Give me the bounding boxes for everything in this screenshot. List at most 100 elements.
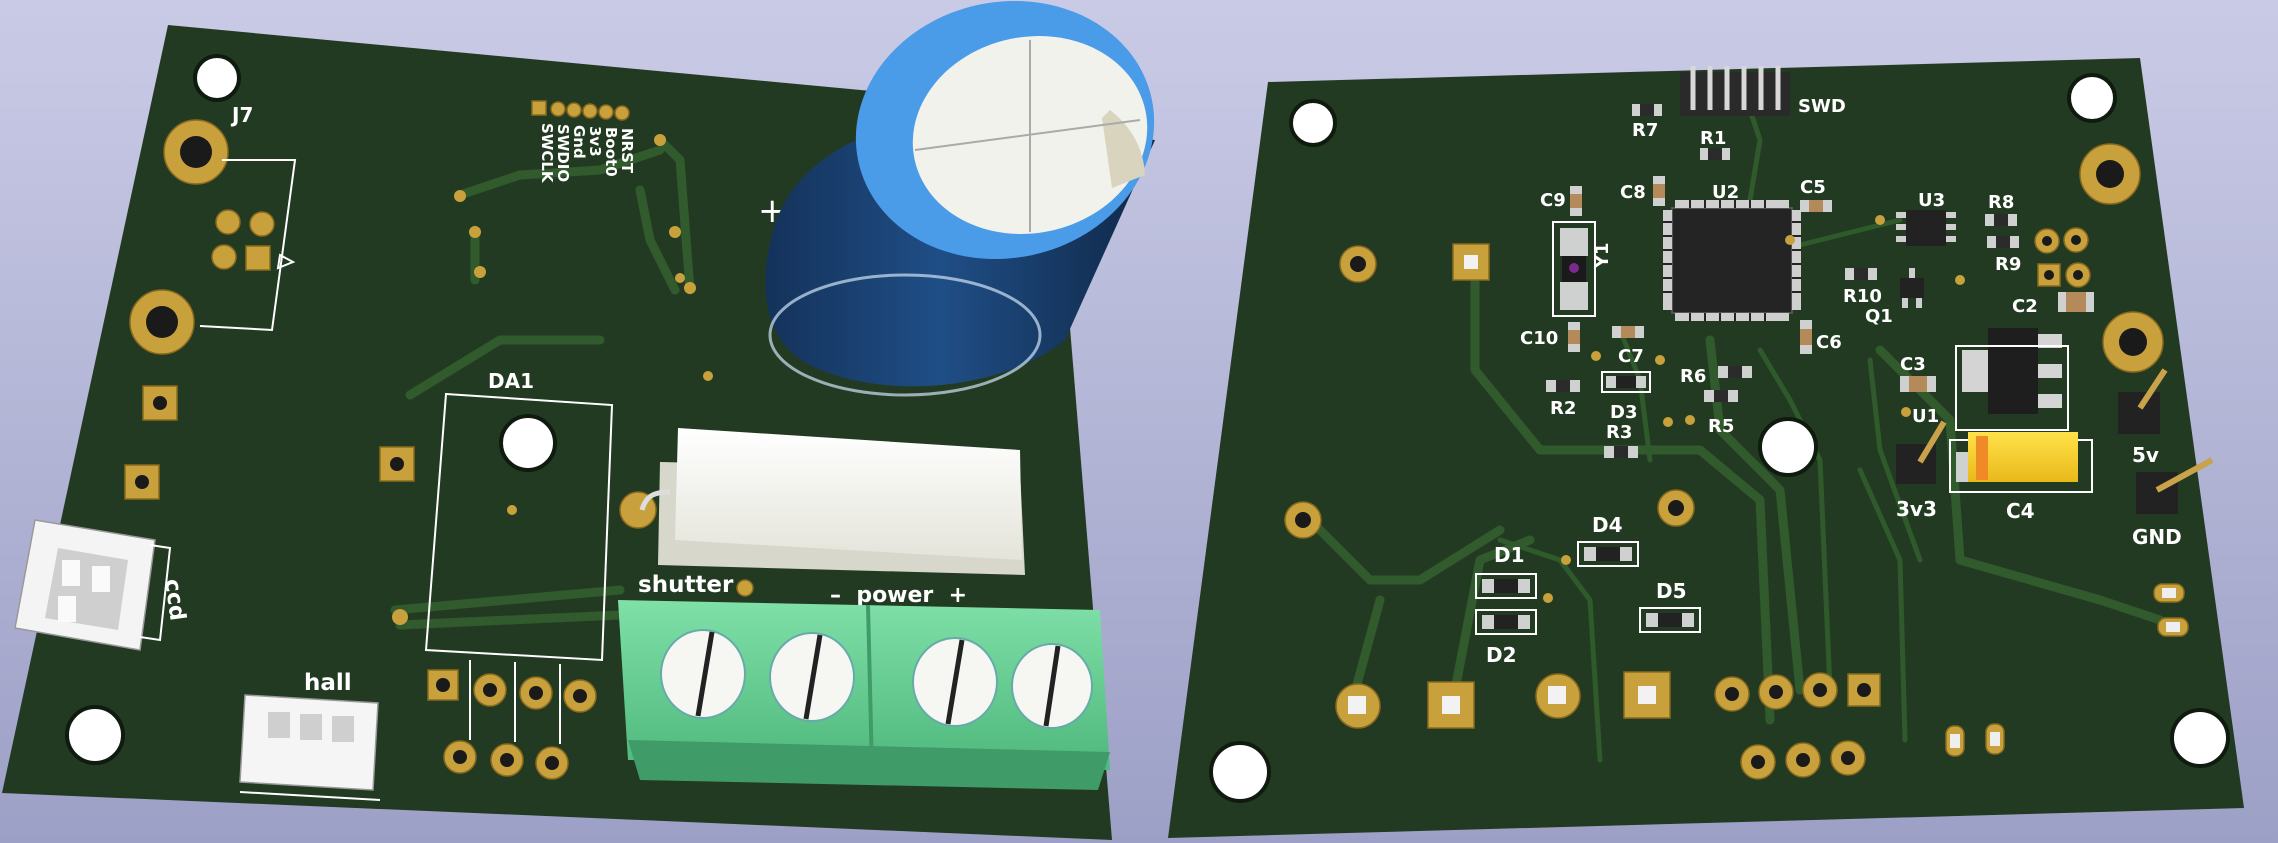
r6-label: R6	[1680, 366, 1706, 387]
swd-pad-4	[582, 103, 598, 119]
d4-label: D4	[1592, 513, 1623, 537]
j7-shield-drill-top	[180, 136, 212, 168]
ccd-outline	[139, 544, 172, 642]
d5-core	[1658, 613, 1682, 627]
pin-5v-base	[2118, 392, 2160, 434]
ccd-latch-1	[62, 560, 80, 586]
smd-c8[interactable]: C8	[1620, 176, 1665, 206]
swd-pad-5	[598, 104, 614, 120]
u2-pins-right	[1792, 210, 1801, 310]
swd-header-right[interactable]: SWD	[1680, 66, 1846, 117]
diode-d2[interactable]: D2	[1475, 609, 1537, 667]
da1-pin1	[427, 669, 459, 701]
swd-label-swdio: SWDIO	[554, 124, 572, 182]
diode-d4[interactable]: D4	[1577, 513, 1639, 567]
transistor-q1[interactable]: Q1	[1865, 268, 1924, 327]
smd-c10[interactable]: C10	[1520, 322, 1580, 352]
terminal-screw-4[interactable]	[1011, 643, 1093, 729]
ic-u3[interactable]: U3	[1896, 190, 1956, 246]
right-pad-big-1-drill	[2096, 160, 2124, 188]
r3-core	[1614, 446, 1628, 458]
left-board[interactable]: J7 NRST Boot0	[2, 0, 1178, 840]
left-mount-hole-bl	[65, 705, 125, 765]
smd-r1[interactable]: R1	[1700, 128, 1730, 160]
j7-shield-drill-bottom	[146, 306, 178, 338]
r7-label: R7	[1632, 120, 1658, 141]
da1-label: DA1	[488, 369, 534, 393]
r1-core	[1708, 148, 1722, 160]
crystal-y1[interactable]: Y1	[1552, 221, 1613, 317]
da1-pin7-drill	[545, 756, 559, 770]
electrolytic-capacitor[interactable]: +	[758, 0, 1178, 397]
smd-c5[interactable]: C5	[1800, 177, 1832, 212]
c2-label: C2	[2012, 296, 2038, 317]
regulator-da1[interactable]: DA1	[424, 369, 614, 780]
mcu-u2[interactable]: U2	[1663, 182, 1801, 321]
connector-ccd[interactable]: ccd	[14, 519, 190, 651]
swd-label-3v3: 3v3	[586, 126, 604, 157]
relay[interactable]	[619, 428, 1025, 597]
diode-d3[interactable]: D3	[1601, 371, 1651, 423]
smd-c6[interactable]: C6	[1800, 320, 1842, 354]
c10-label: C10	[1520, 328, 1558, 349]
c4-label: C4	[2006, 499, 2035, 523]
d2-label: D2	[1486, 643, 1517, 667]
smd-r6[interactable]: R6	[1680, 366, 1752, 387]
smd-c7[interactable]: C7	[1612, 326, 1644, 367]
pin-3v3[interactable]: U1 3v3	[1896, 406, 1947, 521]
terminal-screw-2[interactable]	[769, 632, 855, 722]
smd-c9[interactable]: C9	[1540, 186, 1582, 216]
diode-d1[interactable]: D1	[1475, 543, 1537, 599]
c6-core	[1800, 329, 1812, 345]
sot223-tab	[1962, 350, 1988, 392]
d5-label: D5	[1656, 579, 1687, 603]
u3-leads	[1896, 212, 1956, 242]
regulator-sot223[interactable]	[1955, 328, 2069, 431]
left-board-traces	[390, 135, 695, 630]
d1-label: D1	[1494, 543, 1525, 567]
swd-header-left[interactable]: NRST Boot0 3v3 Gnd SWDIO SWCLK	[531, 100, 636, 184]
terminal-block[interactable]	[618, 600, 1110, 790]
smd-r3[interactable]: R3	[1604, 422, 1638, 458]
smd-r5[interactable]: R5	[1704, 390, 1738, 437]
ccd-housing-inner	[45, 548, 128, 630]
r2-core	[1556, 380, 1570, 392]
terminal-block-body	[618, 600, 1110, 770]
pin-5v[interactable]: 5v	[2118, 368, 2168, 467]
smd-r2[interactable]: R2	[1546, 380, 1580, 419]
r1-label: R1	[1700, 128, 1726, 149]
smd-r7[interactable]: R7	[1632, 104, 1662, 141]
ccd-label: ccd	[159, 577, 190, 622]
right-mount-hole-br	[2170, 708, 2230, 768]
swd-label-swclk: SWCLK	[538, 123, 556, 184]
right-board[interactable]: SWD U2	[1168, 58, 2244, 838]
smd-r10[interactable]: R10	[1843, 268, 1882, 307]
tantalum-c4[interactable]: C4	[1949, 432, 2093, 523]
u1-label: U1	[1912, 406, 1939, 427]
c4-pad-left	[1956, 452, 1968, 482]
u2-pins-left	[1663, 210, 1672, 310]
pin-gnd[interactable]: GND	[2132, 457, 2214, 549]
swd-header-pins	[1690, 66, 1781, 110]
smd-c3[interactable]: C3	[1900, 354, 1936, 392]
smd-r9[interactable]: R9	[1987, 236, 2021, 275]
ccd-latch-3	[58, 596, 76, 622]
q1-lead-top	[1909, 268, 1915, 278]
r9-label: R9	[1995, 254, 2021, 275]
diode-d5[interactable]: D5	[1639, 579, 1701, 633]
y1-pad-bottom	[1560, 282, 1588, 310]
y1-label: Y1	[1592, 242, 1613, 269]
y1-pad-top	[1560, 228, 1588, 256]
d3-outline	[1601, 371, 1651, 393]
smd-c2[interactable]: C2	[2012, 292, 2094, 317]
sot223-lead-1	[2038, 334, 2062, 348]
connector-j7[interactable]: J7	[129, 103, 297, 355]
left-pad-1-drill	[153, 396, 167, 410]
u3-label: U3	[1918, 190, 1945, 211]
connector-hall[interactable]: hall	[239, 670, 381, 801]
terminal-screw-3[interactable]	[912, 637, 998, 727]
r6-core	[1728, 366, 1742, 378]
terminal-screw-1[interactable]	[660, 629, 746, 719]
smd-r8[interactable]: R8	[1985, 192, 2017, 226]
